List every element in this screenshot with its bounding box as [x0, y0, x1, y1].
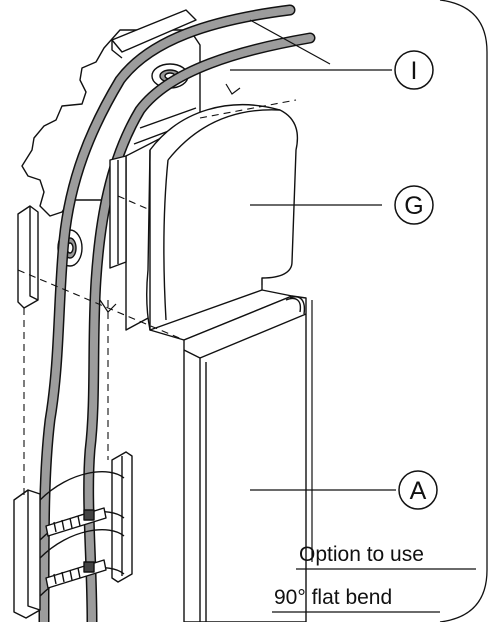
duct-a — [183, 295, 307, 623]
note-line-1: Option to use — [299, 543, 424, 566]
callout-i: I — [394, 50, 434, 90]
callout-g-label: G — [404, 192, 423, 220]
leader-lines — [230, 19, 396, 562]
wall-clip — [21, 9, 201, 217]
callout-a-label: A — [410, 477, 427, 505]
frame-border — [439, 0, 488, 623]
cable-bracket — [13, 451, 133, 619]
assembly-dash-lines — [17, 99, 297, 500]
callout-i-label: I — [411, 57, 418, 85]
callout-a: A — [398, 470, 438, 510]
note-line-2: 90° flat bend — [274, 586, 392, 609]
bend-option-note: Option to use 90° flat bend — [272, 543, 476, 613]
cables — [38, 4, 316, 627]
callout-g: G — [394, 185, 434, 225]
left-flange — [17, 205, 83, 309]
assembly-arrows — [99, 83, 241, 313]
corner-piece-g — [109, 104, 299, 341]
